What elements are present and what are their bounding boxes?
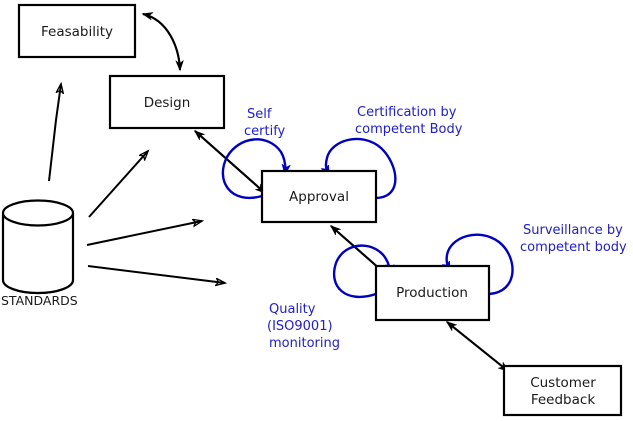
node-customer-feedback-label-line1: Customer: [530, 375, 596, 391]
cylinder-top: [1, 199, 75, 227]
annotation-certification-line1: Certification by: [357, 105, 457, 120]
node-design[interactable]: Design: [108, 74, 226, 130]
annotation-surveillance-line2: competent body: [520, 240, 627, 255]
cylinder-bottom-highlight: [1, 279, 75, 295]
annotation-self-certify-line2: certify: [244, 124, 286, 139]
annotation-quality-line2: (ISO9001): [267, 319, 333, 334]
node-feasability[interactable]: Feasability: [17, 3, 137, 59]
node-approval[interactable]: Approval: [260, 169, 378, 224]
arrow-standards-to-feasability: [48, 84, 61, 182]
arrow-feasability-design-up: [143, 14, 181, 71]
datastore-label: STANDARDS: [1, 293, 78, 308]
arrow-production-feedback-up: [447, 322, 509, 372]
node-production[interactable]: Production: [374, 264, 491, 322]
node-customer-feedback-label-line2: Feedback: [531, 392, 595, 408]
node-production-label: Production: [396, 285, 468, 301]
annotation-self-certify-line1: Self: [247, 107, 272, 122]
arrow-standards-to-design: [88, 151, 148, 218]
node-approval-box[interactable]: [260, 169, 378, 224]
arrow-standards-to-approval: [86, 221, 202, 246]
loop-approval-self-certify: [221, 138, 285, 199]
node-approval-label: Approval: [289, 189, 349, 205]
node-feasability-label: Feasability: [41, 24, 113, 40]
node-production-box[interactable]: [374, 264, 491, 322]
annotation-quality-line1: Quality: [269, 302, 316, 317]
annotation-quality-line3: monitoring: [269, 336, 340, 351]
annotation-quality-iso9001-monitoring: Quality (ISO9001) monitoring: [267, 302, 340, 351]
annotation-surveillance-line1: Surveillance by: [523, 223, 623, 238]
arrow-design-approval-up: [195, 131, 266, 194]
node-customer-feedback-box[interactable]: [502, 364, 623, 417]
datastore-standards: STANDARDS: [1, 199, 78, 308]
node-design-label: Design: [144, 95, 191, 111]
node-feasability-box[interactable]: [17, 3, 137, 59]
loop-approval-certification: [326, 137, 397, 200]
loop-production-surveillance: [447, 233, 514, 296]
node-customer-feedback[interactable]: Customer Feedback: [502, 364, 623, 417]
arrow-standards-to-production: [87, 265, 225, 283]
annotation-certification-by-competent-body: Certification by competent Body: [355, 105, 463, 137]
node-design-box[interactable]: [108, 74, 226, 130]
annotation-surveillance-by-competent-body: Surveillance by competent body: [520, 223, 627, 255]
annotation-certification-line2: competent Body: [355, 122, 463, 137]
annotation-self-certify: Self certify: [244, 107, 286, 139]
